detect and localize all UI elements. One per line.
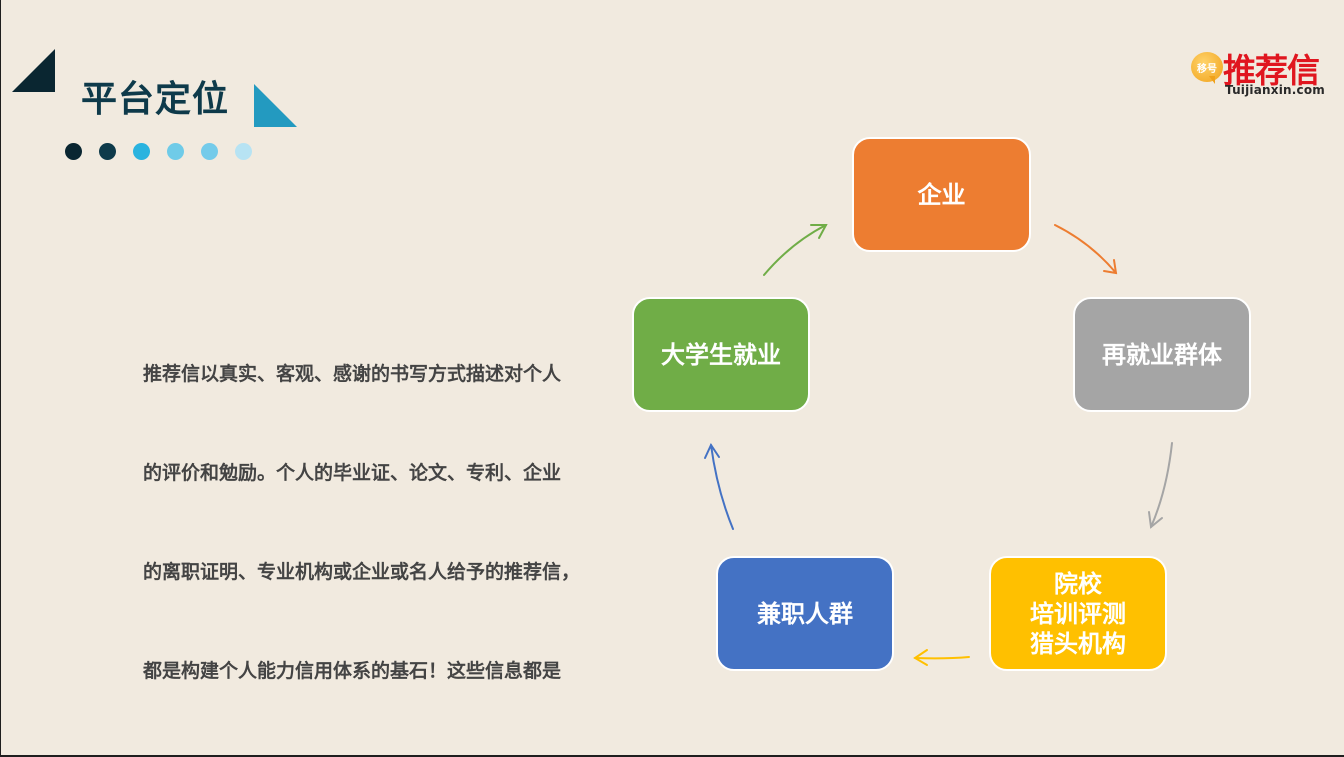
dot-icon xyxy=(235,143,252,160)
paragraph-line: 的离职证明、专业机构或企业或名人给予的推荐信， xyxy=(143,560,581,583)
node-part-time: 兼职人群 xyxy=(716,556,894,671)
paragraph-line: 都是构建个人能力信用体系的基石！这些信息都是 xyxy=(143,659,562,682)
dot-icon xyxy=(167,143,184,160)
node-enterprise: 企业 xyxy=(852,137,1031,252)
arrow-reemployment-to-institutions xyxy=(1148,442,1173,529)
node-label: 兼职人群 xyxy=(757,599,853,628)
description-paragraph: 推荐信以真实、客观、感谢的书写方式描述对个人 的评价和勉励。个人的毕业证、论文、… xyxy=(143,300,623,755)
node-graduates: 大学生就业 xyxy=(632,297,810,412)
arrow-parttime-to-graduates xyxy=(704,442,734,530)
dot-icon xyxy=(201,143,218,160)
dot-icon xyxy=(99,143,116,160)
arrow-enterprise-to-reemployment xyxy=(1054,224,1118,275)
brand-logo: 移号 推荐信 Tuijianxin.com xyxy=(1191,48,1331,100)
speech-bubble-icon: 移号 xyxy=(1191,52,1223,84)
dot-icon xyxy=(133,143,150,160)
paragraph-line: 推荐信以真实、客观、感谢的书写方式描述对个人 xyxy=(143,362,562,385)
node-label: 大学生就业 xyxy=(661,340,781,369)
decorative-triangle-dark xyxy=(12,49,55,92)
dot-icon xyxy=(65,143,82,160)
paragraph-line: 的评价和勉励。个人的毕业证、论文、专利、企业 xyxy=(143,461,562,484)
node-label: 再就业群体 xyxy=(1102,340,1222,369)
node-reemployment: 再就业群体 xyxy=(1073,297,1251,412)
page-title: 平台定位 xyxy=(81,79,230,120)
logo-url: Tuijianxin.com xyxy=(1225,83,1326,97)
decorative-triangle-blue xyxy=(254,84,297,127)
decorative-dots xyxy=(65,143,252,160)
arrow-institutions-to-parttime xyxy=(913,649,970,666)
node-label: 企业 xyxy=(917,180,966,209)
node-label: 院校 培训评测 猎头机构 xyxy=(1030,569,1126,658)
logo-name: 推荐信 xyxy=(1223,51,1320,90)
node-institutions: 院校 培训评测 猎头机构 xyxy=(989,556,1167,671)
arrow-graduates-to-enterprise xyxy=(763,224,828,276)
